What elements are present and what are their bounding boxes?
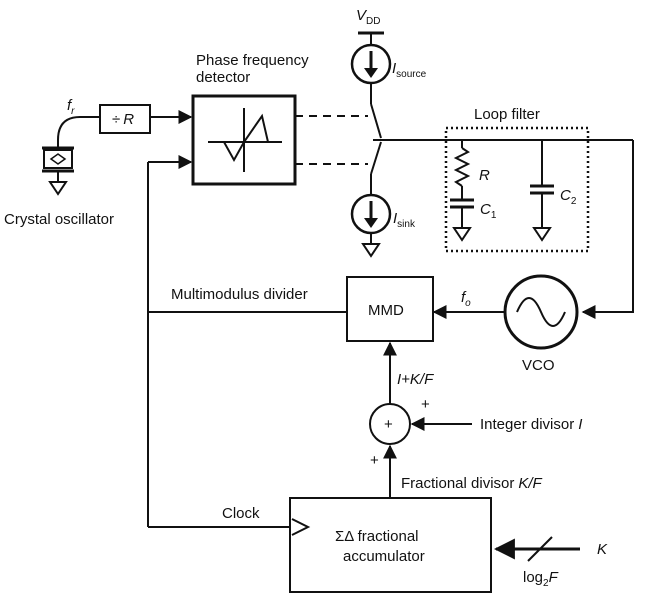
c1-label: C1	[480, 201, 497, 221]
bus-width-label: log2F	[523, 569, 559, 589]
summer-plus-sign: +	[384, 416, 393, 433]
accumulator-label-line2: accumulator	[343, 548, 425, 565]
isource-label: Isource	[392, 60, 427, 80]
pfd-transfer-curve	[208, 108, 282, 172]
reference-divider-label: ÷R	[112, 111, 134, 128]
vco-label: VCO	[522, 357, 555, 374]
loop-filter-box	[444, 126, 590, 253]
source-current-symbol	[350, 43, 392, 85]
vdd-label: VDD	[356, 7, 380, 27]
vco-symbol	[503, 274, 579, 350]
up-switch	[370, 103, 382, 139]
sigma-delta-accumulator-block	[289, 497, 492, 593]
down-switch	[370, 141, 382, 175]
loop-filter-c2-branch	[530, 140, 554, 242]
loop-filter-label: Loop filter	[474, 106, 540, 123]
isink-label: Isink	[393, 210, 416, 230]
reference-divider-block	[99, 104, 151, 134]
reference-frequency-label: fr	[67, 97, 75, 117]
crystal-oscillator-label: Crystal oscillator	[4, 211, 114, 228]
loop-filter-rc-branch	[450, 140, 474, 242]
sink-ground-symbol	[361, 243, 381, 258]
i-plus-k-over-f-label: I+K/F	[397, 371, 434, 388]
bus-width-slash	[527, 536, 553, 562]
resistor-label: R	[479, 167, 490, 184]
clock-edge-symbol	[291, 518, 311, 536]
summer-node	[369, 403, 411, 445]
output-frequency-label: fo	[461, 289, 471, 309]
k-label: K	[597, 541, 608, 558]
sink-current-symbol	[350, 193, 392, 235]
crystal-oscillator-symbol	[42, 116, 100, 196]
c2-label: C2	[560, 187, 577, 207]
accumulator-label-line1: ΣΔ fractional	[335, 528, 419, 545]
pfd-label-line2: detector	[196, 69, 250, 86]
clock-label: Clock	[222, 505, 260, 522]
control-voltage-wire	[581, 140, 634, 319]
summer-bottom-plus: +	[370, 452, 379, 469]
summer-top-plus: +	[421, 396, 430, 413]
pfd-label-line1: Phase frequency	[196, 52, 309, 69]
mmd-label: MMD	[368, 302, 404, 319]
multimodulus-divider-label: Multimodulus divider	[171, 286, 308, 303]
mmd-block	[346, 276, 434, 342]
